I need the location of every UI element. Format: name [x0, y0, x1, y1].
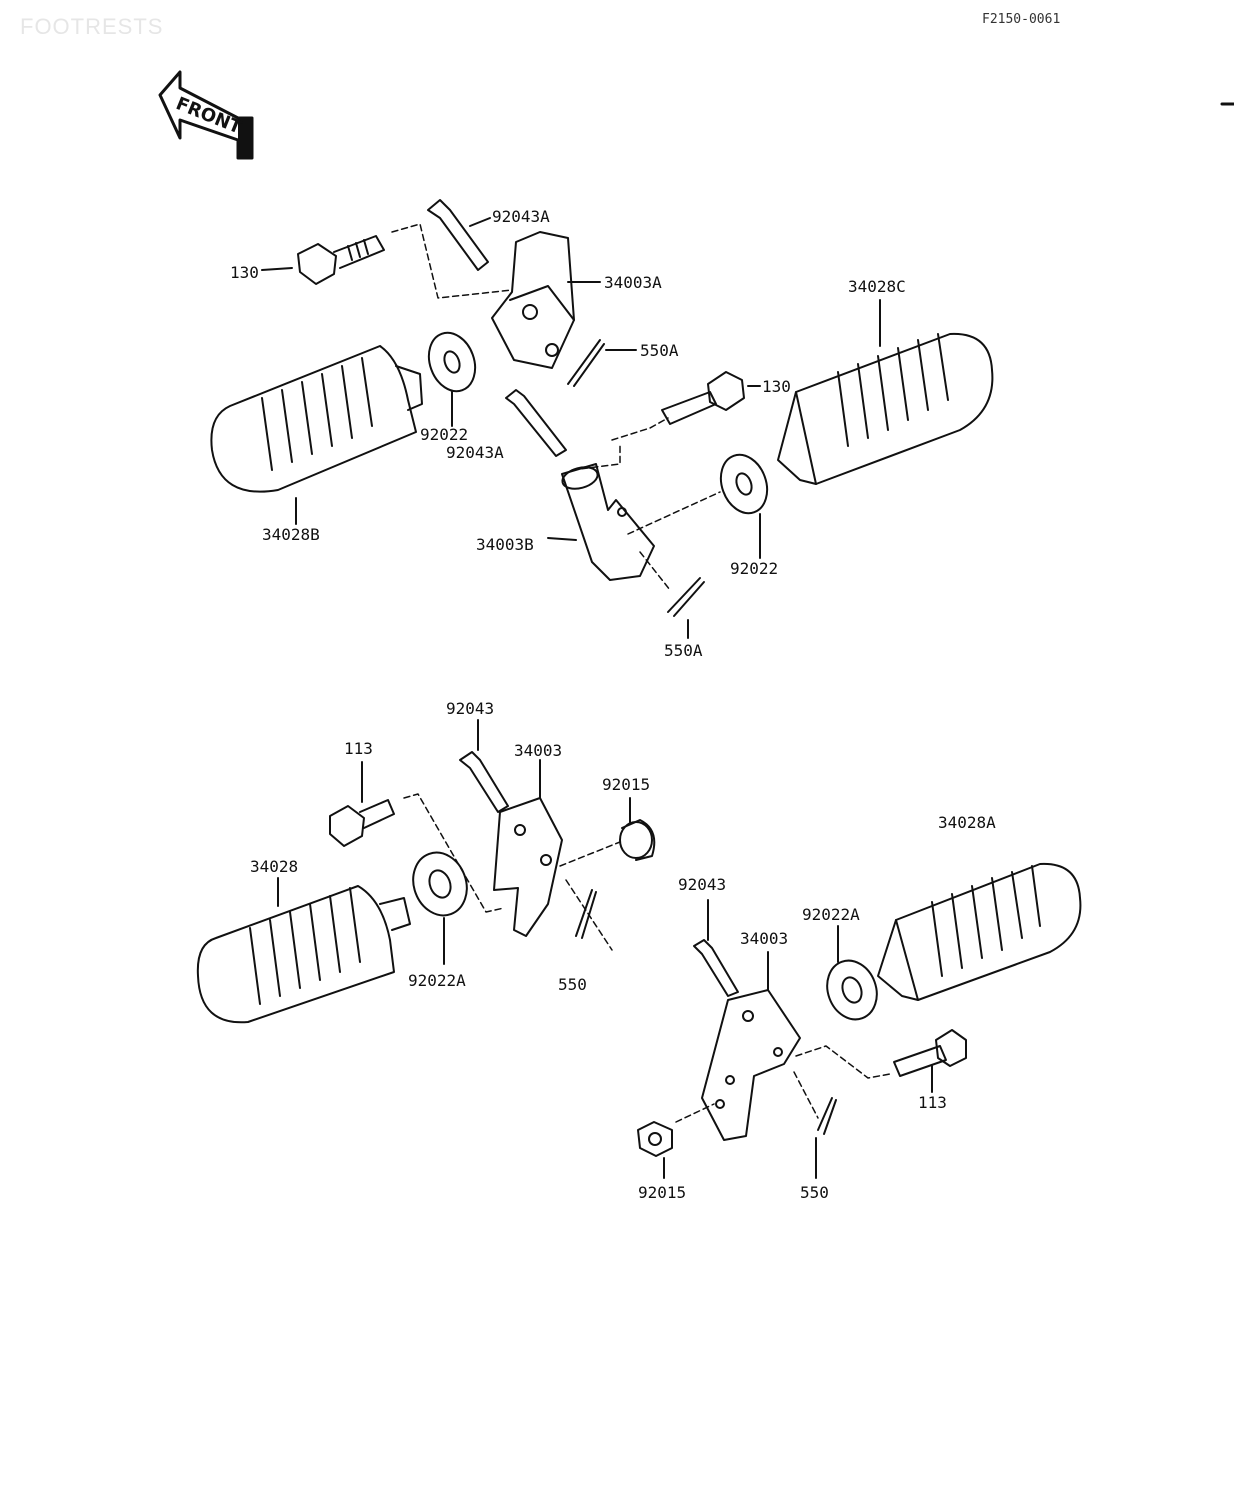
- label-92022-a: 92022: [420, 425, 468, 444]
- bracket-icon: [491, 231, 575, 369]
- label-92015-a: 92015: [602, 775, 650, 794]
- bolt-icon: [893, 1029, 967, 1077]
- label-130-b: 130: [762, 377, 791, 396]
- label-34028B: 34028B: [262, 525, 320, 544]
- label-92043-b: 92043: [678, 875, 726, 894]
- label-130-a: 130: [230, 263, 259, 282]
- label-34003B: 34003B: [476, 535, 534, 554]
- label-34003-a: 34003: [514, 741, 562, 760]
- cotter-pin-icon: [817, 1097, 837, 1135]
- page-title: FOOTRESTS: [20, 14, 164, 39]
- footpeg-icon: [210, 345, 423, 493]
- bolt-icon: [297, 235, 385, 285]
- cotter-pin-icon: [567, 339, 605, 387]
- label-34003-b: 34003: [740, 929, 788, 948]
- label-92043-a: 92043: [446, 699, 494, 718]
- bracket-icon: [561, 463, 655, 581]
- figure-code: F2150-0061: [982, 12, 1061, 27]
- washer-icon: [719, 453, 769, 515]
- label-550A-b: 550A: [664, 641, 703, 660]
- collar-icon: [619, 819, 656, 861]
- label-92022A-b: 92022A: [802, 905, 860, 924]
- washer-icon: [412, 851, 468, 917]
- bracket-icon: [493, 797, 563, 937]
- label-92043A-a: 92043A: [492, 207, 550, 226]
- label-34003A: 34003A: [604, 273, 662, 292]
- pin-icon: [459, 751, 509, 813]
- label-92022-b: 92022: [730, 559, 778, 578]
- label-550A-a: 550A: [640, 341, 679, 360]
- label-34028C: 34028C: [848, 277, 906, 296]
- label-92022A-a: 92022A: [408, 971, 466, 990]
- pin-icon: [505, 389, 567, 457]
- footpeg-icon: [777, 332, 994, 485]
- label-113-a: 113: [344, 739, 373, 758]
- label-34028: 34028: [250, 857, 298, 876]
- label-550-a: 550: [558, 975, 587, 994]
- front-label: FRONT: [173, 93, 245, 139]
- bolt-icon: [329, 799, 395, 847]
- pin-icon: [427, 199, 489, 271]
- washer-icon: [427, 331, 477, 393]
- footpeg-icon: [877, 862, 1082, 1001]
- bracket-icon: [701, 989, 801, 1141]
- label-550-b: 550: [800, 1183, 829, 1202]
- label-92015-b: 92015: [638, 1183, 686, 1202]
- label-113-b: 113: [918, 1093, 947, 1112]
- bolt-icon: [661, 371, 745, 425]
- front-arrow-icon: FRONT: [158, 70, 254, 160]
- cotter-pin-icon: [667, 577, 705, 617]
- nut-icon: [637, 1121, 673, 1157]
- label-92043A-b: 92043A: [446, 443, 504, 462]
- pin-icon: [693, 939, 739, 997]
- label-34028A: 34028A: [938, 813, 996, 832]
- cotter-pin-icon: [575, 889, 597, 939]
- footpeg-icon: [196, 885, 411, 1024]
- washer-icon: [826, 959, 878, 1021]
